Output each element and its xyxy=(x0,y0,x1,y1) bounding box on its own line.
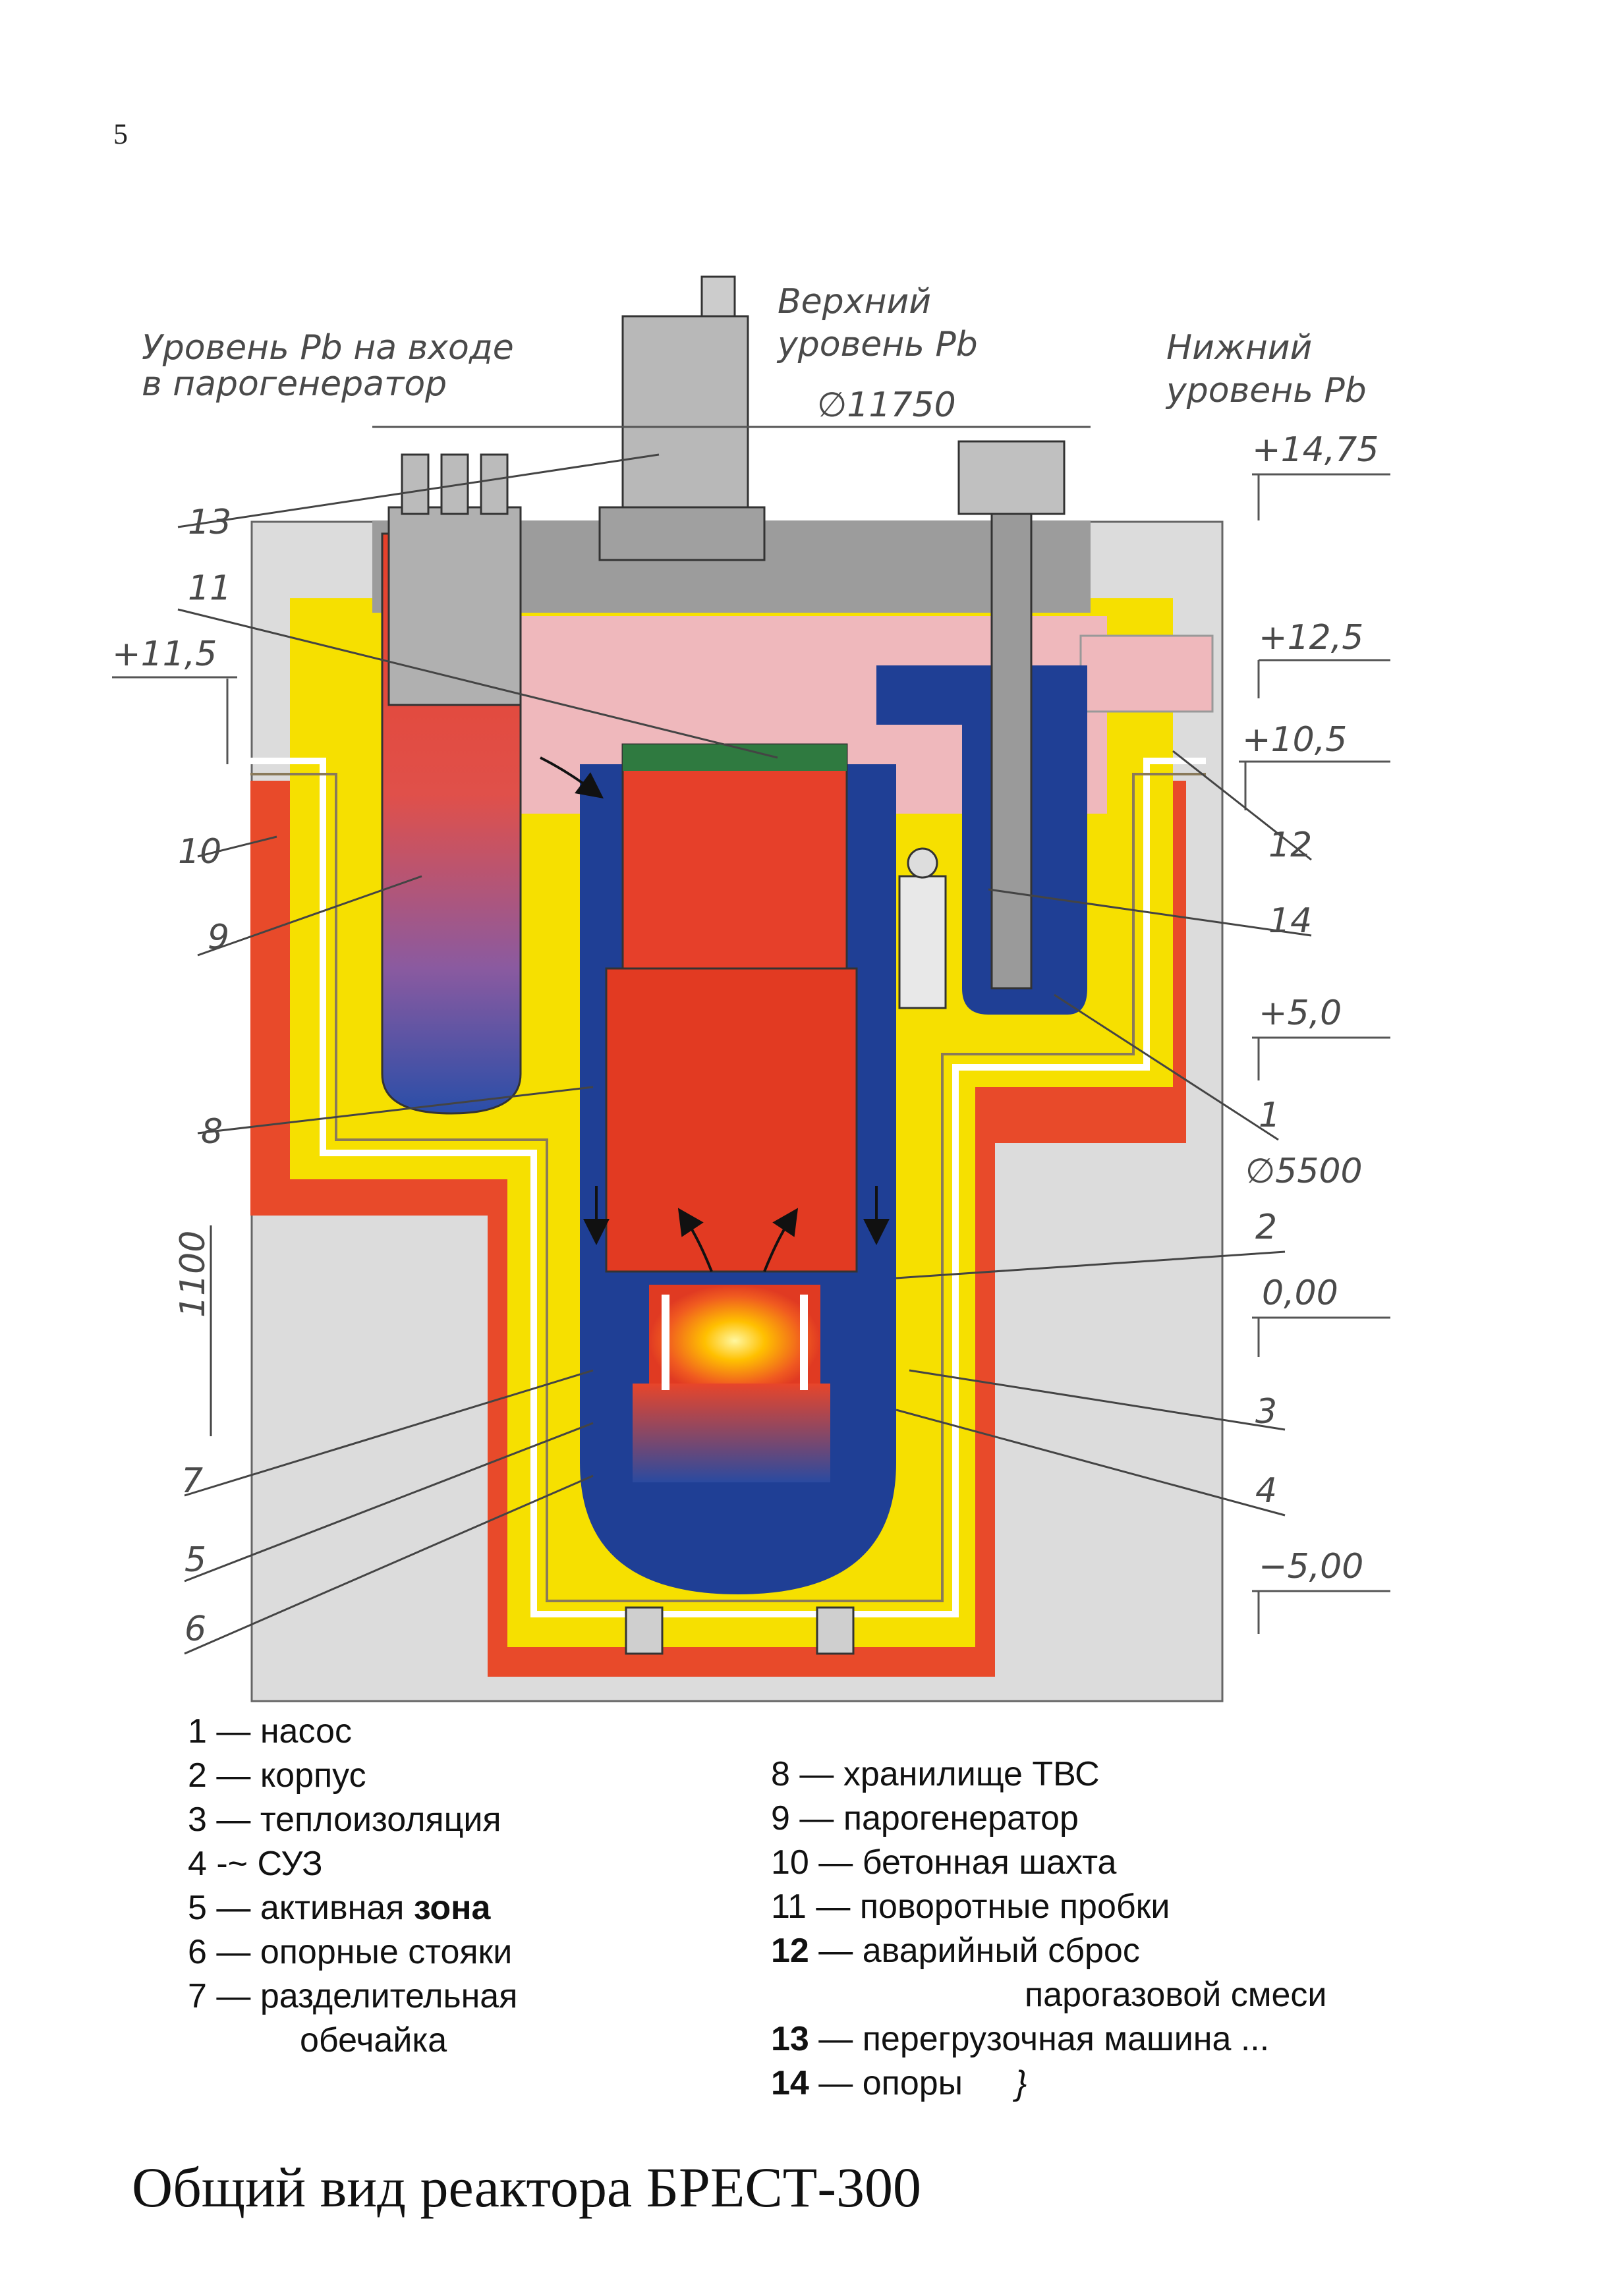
label-pb-upper-1: Верхний xyxy=(778,282,931,322)
callout-9: 9 xyxy=(208,918,229,957)
label-dim-1100: 1100 xyxy=(173,1231,213,1318)
elevation-markers xyxy=(112,473,1390,1634)
legend-item-13: 13 — перегрузочная машина ... xyxy=(771,2020,1270,2058)
flow-arrow-1 xyxy=(540,756,604,798)
pump-shaft xyxy=(990,493,1033,990)
callout-8: 8 xyxy=(201,1112,223,1152)
legend-item-12-cont: парогазовой смеси xyxy=(1025,1976,1327,2014)
callout-5: 5 xyxy=(185,1540,206,1580)
insulation-channel-inner xyxy=(250,773,1206,1602)
callout-3: 3 xyxy=(1255,1392,1277,1432)
legend-item-14: 14 — опоры} xyxy=(771,2064,1027,2102)
reactor-diagram: Уровень Pb на входе в парогенератор Верх… xyxy=(112,275,1390,1702)
label-diam-top: ∅11750 xyxy=(817,385,956,425)
support-pillar-left xyxy=(625,1606,664,1655)
pump-motor xyxy=(957,440,1066,515)
legend-item-7: 7 — разделительная xyxy=(188,1977,518,2015)
legend-left: 1 — насос 2 — корпус 3 — теплоизоляция 4… xyxy=(188,1710,517,2063)
elevation-11-5: +11,5 xyxy=(112,634,217,674)
callout-10: 10 xyxy=(178,832,221,872)
callout-11: 11 xyxy=(188,569,231,608)
legend-right: 8 — хранилище ТВС 9 — парогенератор 10 —… xyxy=(771,1752,1326,2106)
elevation-12-5: +12,5 xyxy=(1259,618,1363,658)
support-14 xyxy=(898,875,947,1009)
elevation-10-5: +10,5 xyxy=(1242,720,1347,760)
label-pb-upper-2: уровень Pb xyxy=(776,325,978,364)
callout-14: 14 xyxy=(1268,901,1312,941)
label-pb-inlet-1: Уровень Pb на входе xyxy=(142,328,514,368)
label-pb-lower-2: уровень Pb xyxy=(1165,371,1367,410)
legend-item-4: 4 -~ СУЗ xyxy=(188,1845,323,1883)
elevation-0-00: 0,00 xyxy=(1262,1274,1338,1313)
legend-item-1: 1 — насос xyxy=(188,1712,352,1750)
callout-6: 6 xyxy=(185,1610,206,1649)
elevation-minus-5: −5,00 xyxy=(1259,1547,1363,1586)
callout-1: 1 xyxy=(1259,1096,1280,1135)
loading-machine xyxy=(621,315,749,522)
upper-plenum xyxy=(621,743,848,970)
label-pb-inlet-2: в парогенератор xyxy=(142,364,447,404)
legend-item-8: 8 — хранилище ТВС xyxy=(771,1755,1100,1793)
pump-casing xyxy=(876,665,1087,1015)
legend-item-6: 6 — опорные стояки xyxy=(188,1933,513,1971)
green-band xyxy=(623,744,847,771)
callout-12: 12 xyxy=(1268,826,1312,865)
legend-item-10: 10 — бетонная шахта xyxy=(771,1843,1117,1882)
page-number: 5 xyxy=(113,118,128,150)
legend-item-12: 12 — аварийный сброс xyxy=(771,1932,1140,1970)
elevation-14-75: +14,75 xyxy=(1252,430,1379,470)
loading-machine-top xyxy=(700,275,736,318)
label-pb-lower-1: Нижний xyxy=(1166,328,1312,368)
fuel-storage-column xyxy=(605,967,858,1273)
support-ball xyxy=(907,847,938,879)
callout-7: 7 xyxy=(181,1461,203,1501)
flow-arrow-2 xyxy=(677,1208,713,1272)
leader-lines xyxy=(177,453,1312,1655)
label-diam-mid: ∅5500 xyxy=(1245,1152,1363,1191)
core-bottom xyxy=(633,1384,830,1482)
legend-item-5: 5 — активная зона xyxy=(188,1889,491,1927)
legend-item-11: 11 — поворотные пробки xyxy=(771,1888,1170,1926)
callout-2: 2 xyxy=(1255,1208,1277,1247)
legend-item-9: 9 — парогенератор xyxy=(771,1799,1079,1837)
callout-13: 13 xyxy=(188,503,231,542)
legend-item-3: 3 — теплоизоляция xyxy=(188,1801,501,1839)
rotating-plugs xyxy=(598,506,766,561)
support-pillar-right xyxy=(816,1606,855,1655)
legend-item-7-cont: обечайка xyxy=(300,2021,447,2059)
gas-outlet-pipe xyxy=(1079,634,1214,713)
flow-arrow-3 xyxy=(763,1208,799,1272)
callout-4: 4 xyxy=(1255,1471,1277,1511)
legend-item-2: 2 — корпус xyxy=(188,1756,366,1795)
elevation-5-0: +5,0 xyxy=(1259,994,1342,1033)
figure-caption: Общий вид реактора БРЕСТ-300 xyxy=(132,2156,921,2219)
insulation-channel-outer xyxy=(250,758,1206,1617)
steam-generator-head xyxy=(387,506,522,706)
sg-nozzle-3 xyxy=(480,453,509,515)
sg-nozzle-1 xyxy=(401,453,430,515)
active-core xyxy=(649,1285,820,1397)
